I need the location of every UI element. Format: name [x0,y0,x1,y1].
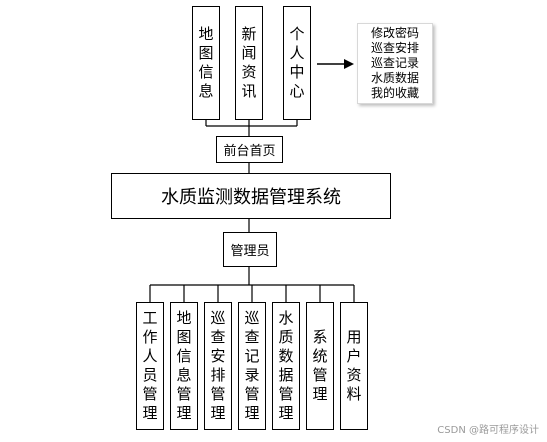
admin-module-user-profile: 用户资料 [340,302,368,430]
module-label: 巡查记录管理 [244,309,260,422]
module-label: 个人中心 [289,25,305,100]
module-map-info: 地图信息 [192,6,220,120]
watermark: CSDN @路可程序设计 [437,425,539,436]
admin-module-map-info: 地图信息管理 [170,302,198,430]
module-personal-center: 个人中心 [283,6,311,120]
module-label: 用户资料 [346,328,362,403]
front-home-label: 前台首页 [223,144,276,159]
note-item: 巡查记录 [370,56,419,70]
front-home-box: 前台首页 [216,136,283,163]
admin-module-water-data: 水质数据管理 [272,302,300,430]
arrow-head [344,59,354,69]
admin-label: 管理员 [230,244,270,259]
module-label: 工作人员管理 [142,309,158,422]
admin-module-patrol-schedule: 巡查安排管理 [204,302,232,430]
admin-module-patrol-record: 巡查记录管理 [238,302,266,430]
module-label: 地图信息管理 [176,309,192,422]
note-item: 我的收藏 [370,86,419,100]
system-title-box: 水质监测数据管理系统 [111,173,391,219]
module-news: 新闻资讯 [235,6,263,120]
admin-box: 管理员 [223,232,277,267]
note-item: 修改密码 [370,26,419,40]
module-label: 系统管理 [312,328,328,403]
module-label: 水质数据管理 [278,309,294,422]
admin-module-staff: 工作人员管理 [136,302,164,430]
admin-module-system: 系统管理 [306,302,334,430]
note-item: 巡查安排 [370,41,419,55]
personal-center-items-note: 修改密码 巡查安排 巡查记录 水质数据 我的收藏 [357,23,433,104]
note-item: 水质数据 [370,71,419,85]
module-label: 巡查安排管理 [210,309,226,422]
module-label: 新闻资讯 [241,25,257,100]
module-label: 地图信息 [198,25,214,100]
system-title: 水质监测数据管理系统 [161,187,341,208]
